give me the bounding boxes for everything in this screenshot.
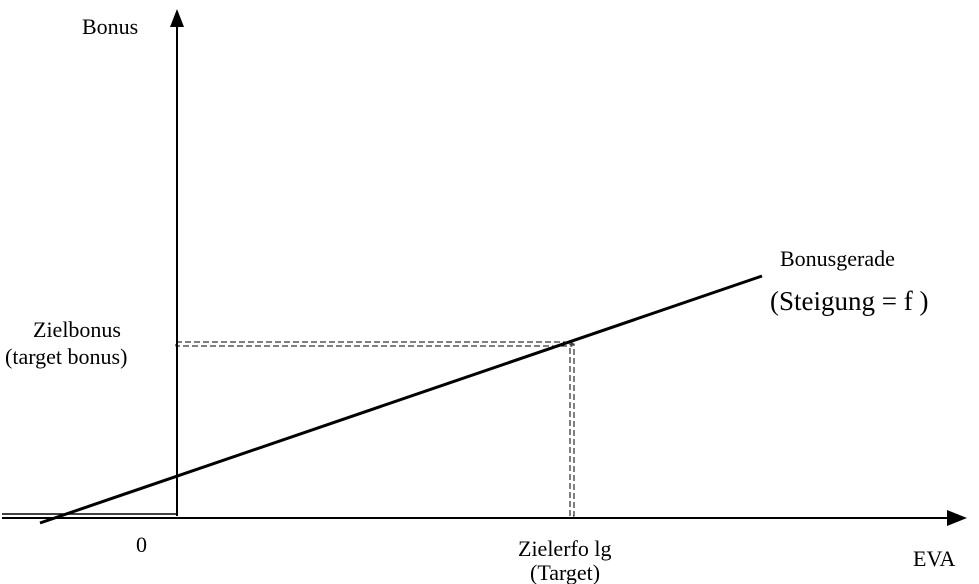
y-axis-arrow (170, 9, 184, 27)
target-label: Zielerfo lg (518, 536, 611, 561)
bonus-line-name: Bonusgerade (780, 246, 895, 271)
origin-label: 0 (136, 532, 147, 557)
bonus-line-slope: (Steigung = f ) (770, 286, 928, 316)
target-label-en: (Target) (530, 560, 600, 584)
y-axis-label: Bonus (82, 14, 138, 39)
target-bonus-guide (175, 341, 573, 347)
target-guide (569, 343, 575, 517)
target-bonus-label-en: (target bonus) (5, 344, 127, 369)
bonus-line (39, 274, 763, 525)
x-axis-label: EVA (913, 546, 955, 571)
x-axis-arrow (947, 510, 967, 526)
target-bonus-label: Zielbonus (33, 317, 121, 342)
